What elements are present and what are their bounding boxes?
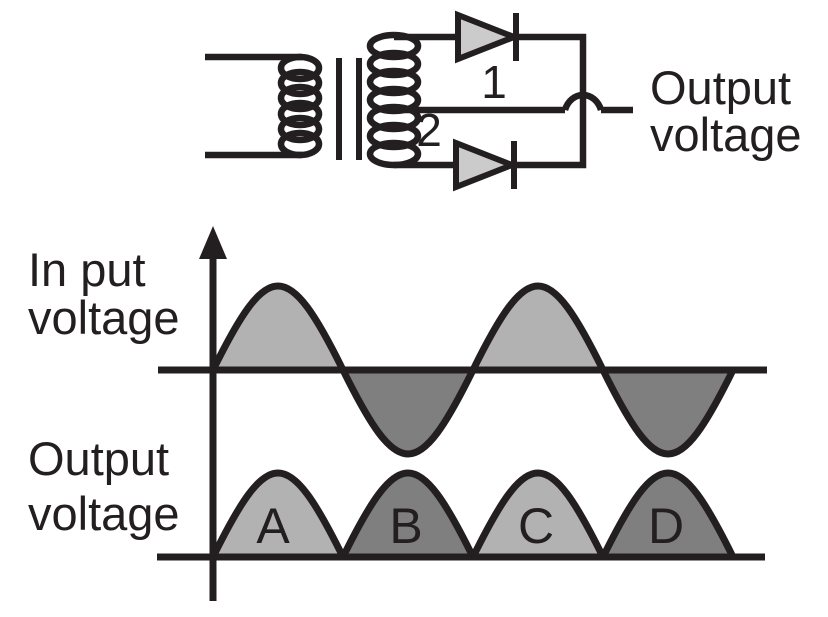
input-negative-half-fill-1 [343, 370, 473, 454]
output-hump-d-fill [603, 473, 733, 557]
output-wave-fills [213, 473, 733, 557]
y-axis-arrowhead-icon [199, 226, 227, 259]
segment-label-a: A [256, 498, 290, 554]
transformer-core [336, 58, 362, 160]
output-wave-curves [209, 469, 737, 559]
input-negative-half-fill-2 [603, 370, 733, 454]
output-label-line2: voltage [28, 487, 180, 540]
output-hump-d-curve [599, 469, 737, 559]
diode-1-label: 1 [481, 56, 507, 108]
output-hump-b-curve [339, 469, 477, 559]
transformer-secondary-coil [366, 31, 422, 169]
wire-crossover-hump [561, 91, 605, 112]
diode-1-symbol [455, 10, 523, 64]
output-hump-a-fill [213, 473, 343, 557]
output-hump-b-fill [343, 473, 473, 557]
input-label-line2: voltage [28, 291, 180, 344]
transformer-primary-coil [277, 53, 323, 159]
output-hump-c-curve [469, 469, 607, 559]
circuit-output-label-line2: voltage [650, 108, 802, 161]
output-hump-c-fill [473, 473, 603, 557]
circuit-output-label-line1: Output [650, 61, 791, 114]
input-wave-fills [213, 286, 733, 454]
output-segment-labels: A B C D [256, 498, 684, 554]
waveform-y-axis [199, 226, 227, 601]
diode-2-symbol [453, 138, 521, 192]
diode-2-triangle-icon [453, 138, 521, 192]
output-label-line1: Output [28, 432, 169, 485]
diode-1-triangle-icon [455, 10, 523, 64]
circuit-diagram: 1 2 Output voltage [205, 10, 802, 192]
output-voltage-label: Output voltage [28, 432, 180, 540]
segment-label-c: C [518, 498, 554, 554]
segment-label-b: B [389, 498, 422, 554]
input-positive-half-fill-2 [473, 286, 603, 370]
circuit-output-voltage-label: Output voltage [650, 61, 802, 161]
segment-label-d: D [648, 498, 684, 554]
input-positive-half-fill-1 [213, 286, 343, 370]
input-label-line1: In put [28, 243, 146, 296]
input-voltage-label: In put voltage [28, 243, 180, 344]
output-hump-a-curve [209, 469, 347, 559]
waveform-panel: In put voltage Output voltage [28, 226, 767, 601]
